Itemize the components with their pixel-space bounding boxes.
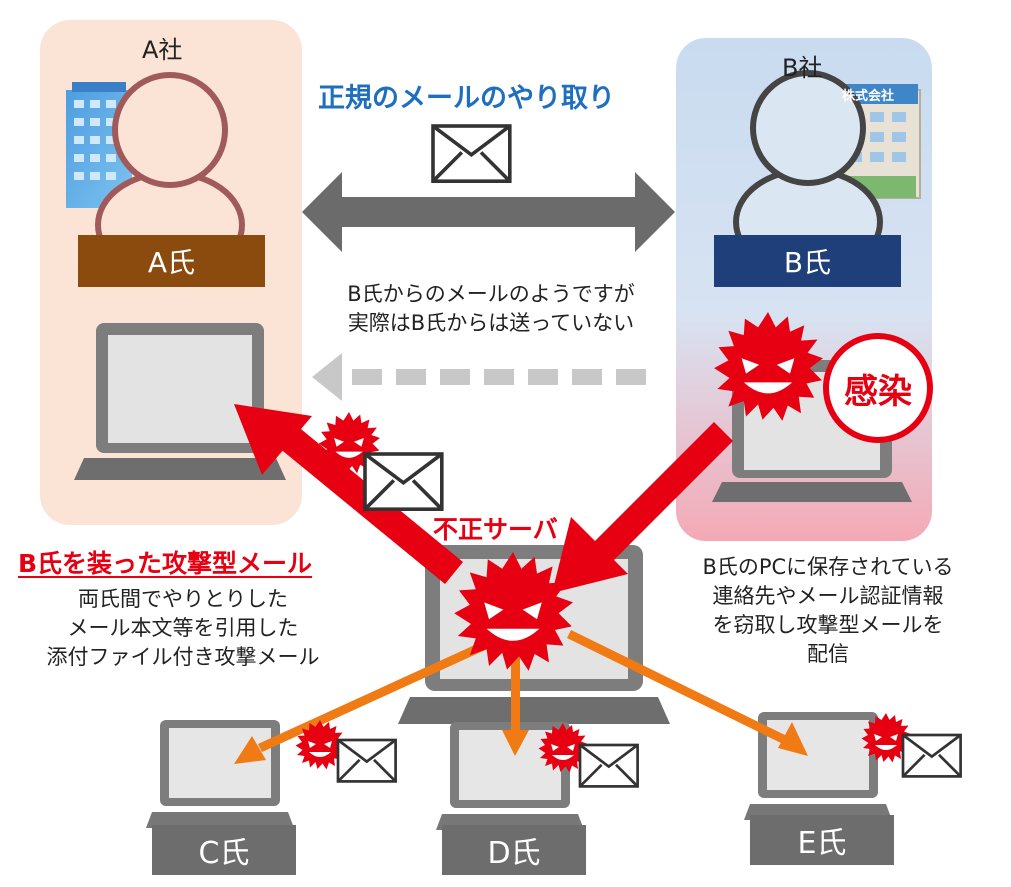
attack-desc-line-3: 添付ファイル付き攻撃メール [46,645,320,669]
person-a-nameplate: A氏 [78,235,265,287]
company-a-label: A社 [142,36,183,64]
theft-note: B氏のPCに保存されている 連絡先やメール認証情報 を窃取し攻撃型メールを 配信 [668,553,988,669]
laptop-icon-c [146,720,294,828]
attack-desc-line-2: メール本文等を引用した [67,616,299,640]
spoof-dashed-arrow [312,353,646,401]
attack-mail-description: 両氏間でやりとりした メール本文等を引用した 添付ファイル付き攻撃メール [18,585,348,672]
victim-e-label: E氏 [750,815,894,865]
company-b-label: B社 [782,54,823,82]
red-arrow-infection [552,422,733,593]
spoof-note: B氏からのメールのようですが 実際はB氏からは送っていない [316,280,666,338]
theft-note-line-4: 配信 [807,642,849,666]
orange-arrows [234,630,808,764]
legit-exchange-arrow [302,172,675,252]
envelope-icon-e [901,733,962,778]
person-b-nameplate: B氏 [714,235,901,287]
infected-badge: 感染 [823,333,933,443]
theft-note-line-1: B氏のPCに保存されている [702,555,954,579]
envelope-icon-attack [363,452,444,512]
spoof-note-line-1: B氏からのメールのようですが [347,282,635,306]
attack-mail-title: B氏を装った攻撃型メール [18,549,313,578]
envelope-icon-c [336,738,397,783]
victim-c-label: C氏 [152,825,296,875]
laptop-icon-a [74,323,286,480]
legit-exchange-title: 正規のメールのやり取り [318,83,615,114]
spoof-note-line-2: 実際はB氏からは送っていない [347,311,635,335]
theft-note-line-3: を窃取し攻撃型メールを [712,613,944,637]
theft-note-line-2: 連絡先やメール認証情報 [712,584,944,608]
server-label: 不正サーバ [433,515,558,544]
envelope-icon-d [578,743,639,788]
envelope-icon-legit [431,124,512,183]
victim-d-label: D氏 [442,825,586,875]
attack-desc-line-1: 両氏間でやりとりした [78,587,288,611]
building-sign: 株式会社 [842,89,895,104]
